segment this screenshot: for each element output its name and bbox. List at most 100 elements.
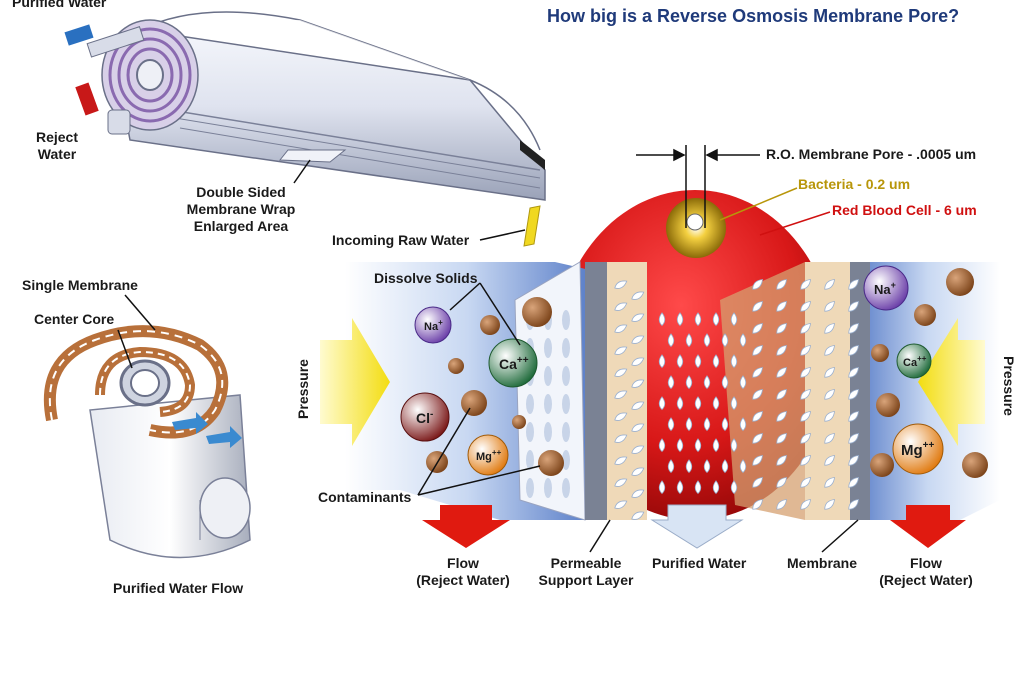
water-droplet	[721, 459, 729, 474]
incoming-raw-water-label: Incoming Raw Water	[332, 232, 470, 248]
water-droplet	[703, 333, 711, 348]
water-droplet	[712, 312, 720, 327]
water-droplet	[676, 438, 684, 453]
permeable-line2: Support Layer	[538, 572, 634, 588]
water-droplet	[800, 345, 811, 356]
water-droplet	[752, 499, 763, 510]
water-droplet	[752, 389, 763, 400]
water-droplet	[631, 335, 645, 344]
support-layer-pore	[562, 366, 570, 386]
support-layer-pore	[526, 450, 534, 470]
water-droplet	[658, 312, 666, 327]
water-droplet	[752, 411, 763, 422]
water-droplet	[631, 401, 645, 410]
water-droplet	[752, 323, 763, 334]
double-sided-line1: Double Sided	[196, 184, 286, 200]
support-layer-pore	[562, 394, 570, 414]
water-droplet	[631, 357, 645, 366]
svg-text:Mg++: Mg++	[476, 448, 502, 463]
flow-left-line2: (Reject Water)	[416, 572, 510, 588]
water-droplet	[848, 279, 859, 290]
water-droplet	[824, 499, 835, 510]
water-droplet	[776, 367, 787, 378]
water-droplet	[614, 302, 628, 311]
water-droplet	[721, 417, 729, 432]
support-layer-pore	[526, 478, 534, 498]
water-droplet	[614, 456, 628, 465]
water-droplet	[824, 367, 835, 378]
water-droplet	[800, 411, 811, 422]
pressure-arrow-right	[918, 318, 985, 446]
purified-water-flow-label: Purified Water Flow	[113, 580, 244, 596]
flow-reject-right-label: Flow (Reject Water)	[868, 555, 984, 589]
water-droplet	[848, 477, 859, 488]
water-droplet	[824, 323, 835, 334]
flow-left-line1: Flow	[447, 555, 479, 571]
water-droplet	[730, 396, 738, 411]
water-droplet	[800, 367, 811, 378]
water-droplet	[800, 455, 811, 466]
water-droplet	[800, 477, 811, 488]
contaminant-particles	[426, 268, 988, 478]
support-layer-pore	[544, 366, 552, 386]
water-droplet	[752, 455, 763, 466]
bacteria-illustration	[666, 198, 726, 258]
water-droplet	[730, 312, 738, 327]
water-droplet	[752, 279, 763, 290]
support-layer-pore	[526, 422, 534, 442]
water-droplet	[685, 459, 693, 474]
water-droplet	[631, 379, 645, 388]
pore-dimension-lines	[636, 145, 831, 236]
water-droplet	[712, 396, 720, 411]
water-droplet	[848, 345, 859, 356]
water-droplet	[824, 455, 835, 466]
water-droplet	[848, 389, 859, 400]
water-droplet	[667, 417, 675, 432]
membrane-label: Membrane	[787, 555, 858, 571]
ro-pore-label: R.O. Membrane Pore - .0005 um	[766, 146, 977, 162]
water-droplet	[685, 417, 693, 432]
svg-text:Na+: Na+	[874, 280, 896, 297]
water-droplet	[658, 354, 666, 369]
ion-cl-left: Cl-	[400, 392, 450, 442]
water-droplet	[800, 323, 811, 334]
water-droplet	[712, 438, 720, 453]
water-droplet	[712, 480, 720, 495]
water-droplet	[776, 389, 787, 400]
water-droplet	[752, 477, 763, 488]
support-layer-pore	[562, 338, 570, 358]
water-droplet	[631, 313, 645, 322]
water-droplet	[703, 417, 711, 432]
reject-water-line2: Water	[37, 146, 77, 162]
water-droplet	[614, 324, 628, 333]
contaminants-label: Contaminants	[318, 489, 412, 505]
water-droplet	[848, 499, 859, 510]
water-droplet	[739, 417, 747, 432]
water-droplet	[776, 323, 787, 334]
water-droplet	[776, 411, 787, 422]
permeable-line1: Permeable	[550, 555, 622, 571]
water-droplet	[694, 438, 702, 453]
water-droplet	[752, 301, 763, 312]
water-droplet	[721, 333, 729, 348]
water-droplet	[676, 396, 684, 411]
page-title: How big is a Reverse Osmosis Membrane Po…	[547, 6, 960, 26]
water-droplet	[739, 375, 747, 390]
pressure-arrow-left	[320, 318, 390, 446]
flow-reject-left-label: Flow (Reject Water)	[405, 555, 521, 589]
double-sided-line3: Enlarged Area	[193, 218, 289, 234]
water-droplet	[730, 480, 738, 495]
water-droplet	[848, 301, 859, 312]
ion-mg-left: Mg++	[467, 434, 509, 476]
pressure-right-label: Pressure	[1001, 356, 1017, 416]
water-droplet	[730, 438, 738, 453]
water-droplet	[694, 480, 702, 495]
dissolve-solids-label: Dissolve Solids	[374, 270, 478, 286]
water-droplet	[739, 333, 747, 348]
ion-na-right: Na+	[863, 265, 909, 311]
water-droplet	[667, 333, 675, 348]
water-droplet	[676, 354, 684, 369]
water-droplet	[739, 459, 747, 474]
reject-water-label: Reject Water	[30, 129, 84, 163]
water-droplet	[685, 375, 693, 390]
